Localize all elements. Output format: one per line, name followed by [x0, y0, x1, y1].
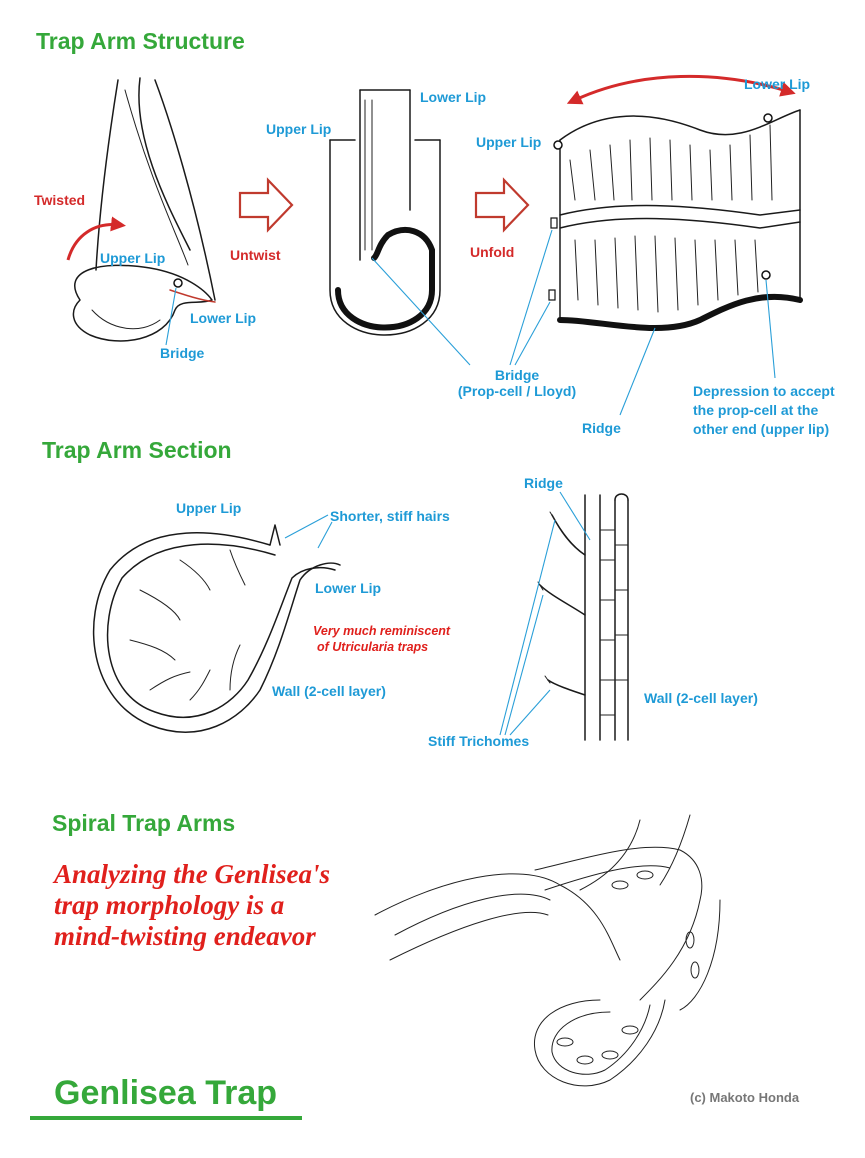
label-reminiscent-line2: of Utricularia traps — [317, 640, 429, 654]
untwisted-arm-drawing — [329, 89, 471, 366]
footer-title: Genlisea Trap — [54, 1074, 277, 1112]
label-lower-lip-3: Lower Lip — [744, 76, 811, 92]
label-lower-lip-1: Lower Lip — [190, 310, 257, 326]
label-twisted: Twisted — [34, 192, 86, 208]
label-reminiscent-line1: Very much reminiscent — [313, 624, 451, 638]
label-bridge-2-line1: Bridge — [494, 367, 540, 383]
label-unfold: Unfold — [470, 244, 515, 260]
label-upper-lip-3: Upper Lip — [476, 134, 542, 150]
quote-line3: mind-twisting endeavor — [54, 921, 316, 951]
label-depression-line1: Depression to accept — [693, 383, 835, 399]
unfold-arrow-icon — [474, 177, 530, 233]
trap-section-drawing — [92, 514, 341, 733]
label-depression-line2: the prop-cell at the — [693, 402, 819, 418]
label-depression: Depression to accept the prop-cell at th… — [693, 382, 835, 439]
label-shorter-hairs: Shorter, stiff hairs — [330, 508, 450, 524]
spiral-arms-drawing — [374, 814, 721, 1087]
footer-credit: (c) Makoto Honda — [690, 1090, 800, 1105]
ridge-wall-drawing — [499, 491, 629, 741]
label-bridge-2-line2: (Prop-cell / Lloyd) — [457, 383, 577, 399]
label-wall-1: Wall (2-cell layer) — [272, 683, 386, 699]
unfolded-arm-drawing — [509, 74, 803, 416]
label-upper-lip-2: Upper Lip — [266, 121, 332, 137]
section-title-structure: Trap Arm Structure — [36, 28, 245, 54]
label-depression-line3: other end (upper lip) — [693, 421, 830, 437]
quote-line1: Analyzing the Genlisea's — [54, 859, 331, 889]
quote-block: Analyzing the Genlisea's trap morphology… — [54, 859, 330, 952]
section-title-section: Trap Arm Section — [42, 437, 232, 463]
label-untwist: Untwist — [230, 247, 281, 263]
label-bridge-1: Bridge — [160, 345, 205, 361]
label-stiff-trichomes: Stiff Trichomes — [428, 733, 530, 749]
label-ridge-1: Ridge — [582, 420, 621, 436]
label-upper-lip-1: Upper Lip — [100, 250, 166, 266]
label-wall-2: Wall (2-cell layer) — [644, 690, 758, 706]
label-lower-lip-2: Lower Lip — [420, 89, 487, 105]
label-reminiscent: Very much reminiscent of Utricularia tra… — [313, 623, 450, 655]
untwist-arrow-icon — [238, 177, 294, 233]
label-ridge-2: Ridge — [524, 475, 563, 491]
label-section-upper-lip: Upper Lip — [176, 500, 242, 516]
quote-line2: trap morphology is a — [54, 890, 285, 920]
section-title-spiral: Spiral Trap Arms — [52, 810, 236, 836]
label-bridge-2: Bridge (Prop-cell / Lloyd) — [442, 367, 592, 399]
label-section-lower-lip: Lower Lip — [315, 580, 382, 596]
twisted-arm-drawing — [66, 77, 216, 346]
